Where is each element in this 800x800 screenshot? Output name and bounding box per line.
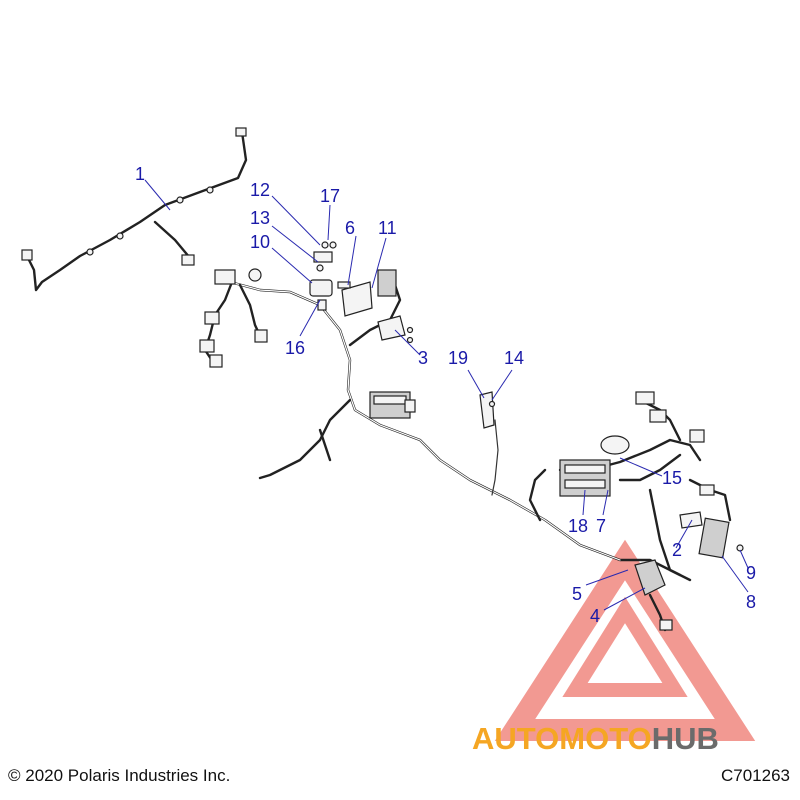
bracket-19 [479, 391, 496, 429]
relay-box-8 [679, 511, 744, 559]
callout-6: 6 [345, 218, 355, 238]
callout-4: 4 [590, 606, 600, 626]
center-fuse-box [369, 391, 416, 419]
callout-13: 13 [250, 208, 270, 228]
callout-17: 17 [320, 186, 340, 206]
callout-11: 11 [378, 218, 397, 238]
harness-part-1 [21, 127, 248, 292]
callout-16: 16 [285, 338, 305, 358]
callout-14: 14 [504, 348, 524, 368]
callout-2: 2 [672, 540, 682, 560]
copyright-notice: © 2020 Polaris Industries Inc. [8, 766, 231, 785]
callout-12: 12 [250, 180, 270, 200]
callout-labels: 1 2 3 4 5 6 7 8 9 10 11 12 13 14 15 16 1… [135, 164, 756, 626]
callout-9: 9 [746, 563, 756, 583]
main-harness-trunk [228, 280, 682, 577]
callout-3: 3 [418, 348, 428, 368]
callout-10: 10 [250, 232, 270, 252]
right-harness-section [528, 391, 732, 582]
callout-18: 18 [568, 516, 588, 536]
connector-4 [634, 559, 673, 632]
watermark-word-moto: MOTO [559, 721, 651, 755]
ecu-module [337, 269, 397, 317]
leader-lines [144, 179, 749, 611]
callout-8: 8 [746, 592, 756, 612]
left-branch-connectors [199, 268, 268, 368]
watermark-word-hub: HUB [652, 721, 719, 755]
callout-7: 7 [596, 516, 606, 536]
callout-1: 1 [135, 164, 145, 184]
watermark-word-auto: AUTO [472, 721, 559, 755]
automotohub-watermark: AUTOMOTOHUB [472, 721, 719, 755]
callout-19: 19 [448, 348, 468, 368]
svg-text:AUTOMOTOHUB: AUTOMOTOHUB [472, 721, 719, 755]
callout-5: 5 [572, 584, 582, 604]
watermark-triangle-logo [494, 539, 756, 741]
diagram-code: C701263 [720, 766, 790, 785]
callout-15: 15 [662, 468, 682, 488]
bracket-3 [377, 315, 414, 344]
relay-bracket-assembly [309, 241, 337, 311]
